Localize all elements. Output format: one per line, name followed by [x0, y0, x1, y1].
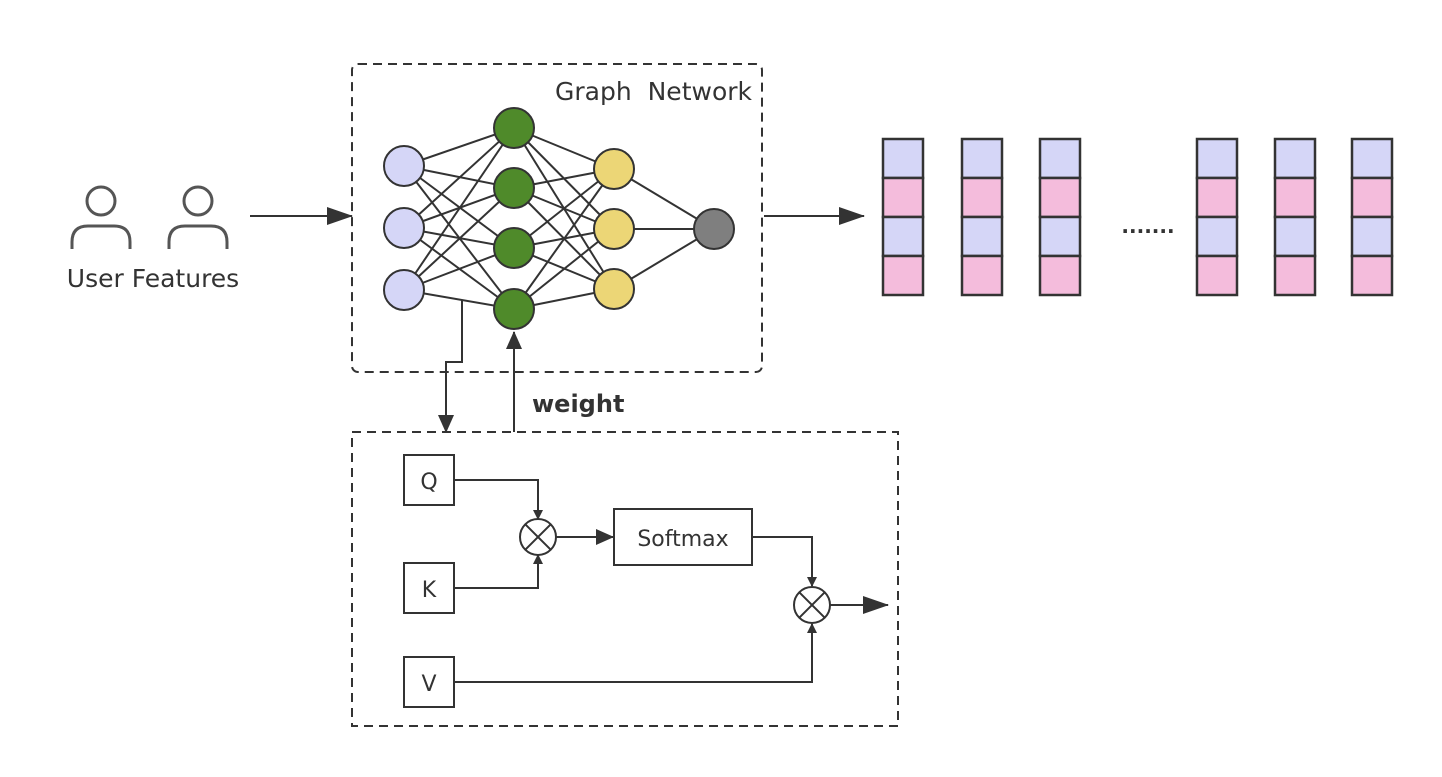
graph-network-title: Graph Network: [555, 77, 752, 106]
embedding-cell: [881, 176, 925, 219]
embedding-cell: [1038, 215, 1082, 258]
embedding-cell: [1038, 254, 1082, 297]
embedding-cell: [1273, 215, 1317, 258]
embedding-cell: [960, 137, 1004, 180]
q-arrow: [454, 479, 543, 520]
network-edge: [403, 127, 515, 291]
embedding-column: [1273, 137, 1317, 297]
embedding-columns: [881, 137, 1394, 297]
embedding-cell: [1195, 137, 1239, 180]
circle-times-icon: [793, 586, 831, 624]
network-node-input: [383, 269, 425, 311]
embedding-cell: [1195, 176, 1239, 219]
network-edge: [513, 168, 615, 249]
q-label: Q: [420, 470, 437, 495]
user-features: User Features: [67, 185, 239, 293]
embedding-cell: [1195, 215, 1239, 258]
q-box: [403, 454, 455, 506]
graph-network-box: [351, 63, 763, 373]
user-features-label: User Features: [67, 264, 239, 293]
network-edge: [513, 228, 615, 310]
embedding-column: [960, 137, 1004, 297]
network-node-hidden-2: [593, 268, 635, 310]
attention-box: [351, 431, 899, 727]
network-edge: [403, 127, 515, 229]
network-edges: [403, 127, 715, 310]
network-node-hidden-2: [593, 148, 635, 190]
v-label: V: [421, 672, 436, 697]
network-nodes: [383, 107, 735, 330]
v-arrow: [454, 623, 817, 683]
network-node-input: [383, 145, 425, 187]
embedding-cell: [881, 254, 925, 297]
embedding-cell: [960, 176, 1004, 219]
k-arrow: [454, 554, 543, 589]
attention-block: Q K V Softmax: [351, 431, 899, 727]
embedding-cell: [1350, 176, 1394, 219]
embedding-cell: [1350, 215, 1394, 258]
weight-label: weight: [532, 390, 624, 418]
network-node-input: [383, 207, 425, 249]
k-label: K: [422, 578, 437, 603]
embedding-cell: [960, 215, 1004, 258]
embedding-column: [1195, 137, 1239, 297]
embedding-column: [1350, 137, 1394, 297]
network-node-hidden-2: [593, 208, 635, 250]
softmax-arrow: [752, 536, 817, 587]
user-icon: [167, 185, 229, 249]
network-edge: [513, 168, 615, 310]
embedding-cell: [1273, 137, 1317, 180]
user-icon: [70, 185, 132, 249]
embedding-cell: [1350, 137, 1394, 180]
network-edge: [403, 187, 515, 291]
graph-network: Graph Network: [351, 63, 763, 373]
embedding-cell: [1195, 254, 1239, 297]
embedding-cell: [881, 137, 925, 180]
network-node-output: [693, 208, 735, 250]
network-node-hidden-1: [493, 167, 535, 209]
embedding-cell: [1038, 137, 1082, 180]
embedding-cell: [960, 254, 1004, 297]
network-to-attention-connector: [438, 300, 463, 433]
network-node-hidden-1: [493, 288, 535, 330]
embedding-cell: [881, 215, 925, 258]
v-box: [403, 656, 455, 708]
embedding-column: [1038, 137, 1082, 297]
embedding-cell: [1350, 254, 1394, 297]
embedding-ellipsis: .......: [1121, 214, 1174, 238]
k-box: [403, 562, 455, 614]
embedding-column: [881, 137, 925, 297]
softmax-label: Softmax: [637, 527, 728, 552]
embedding-cell: [1273, 176, 1317, 219]
circle-times-icon: [519, 518, 557, 556]
embedding-cell: [1038, 176, 1082, 219]
network-node-hidden-1: [493, 227, 535, 269]
embedding-cell: [1273, 254, 1317, 297]
network-node-hidden-1: [493, 107, 535, 149]
